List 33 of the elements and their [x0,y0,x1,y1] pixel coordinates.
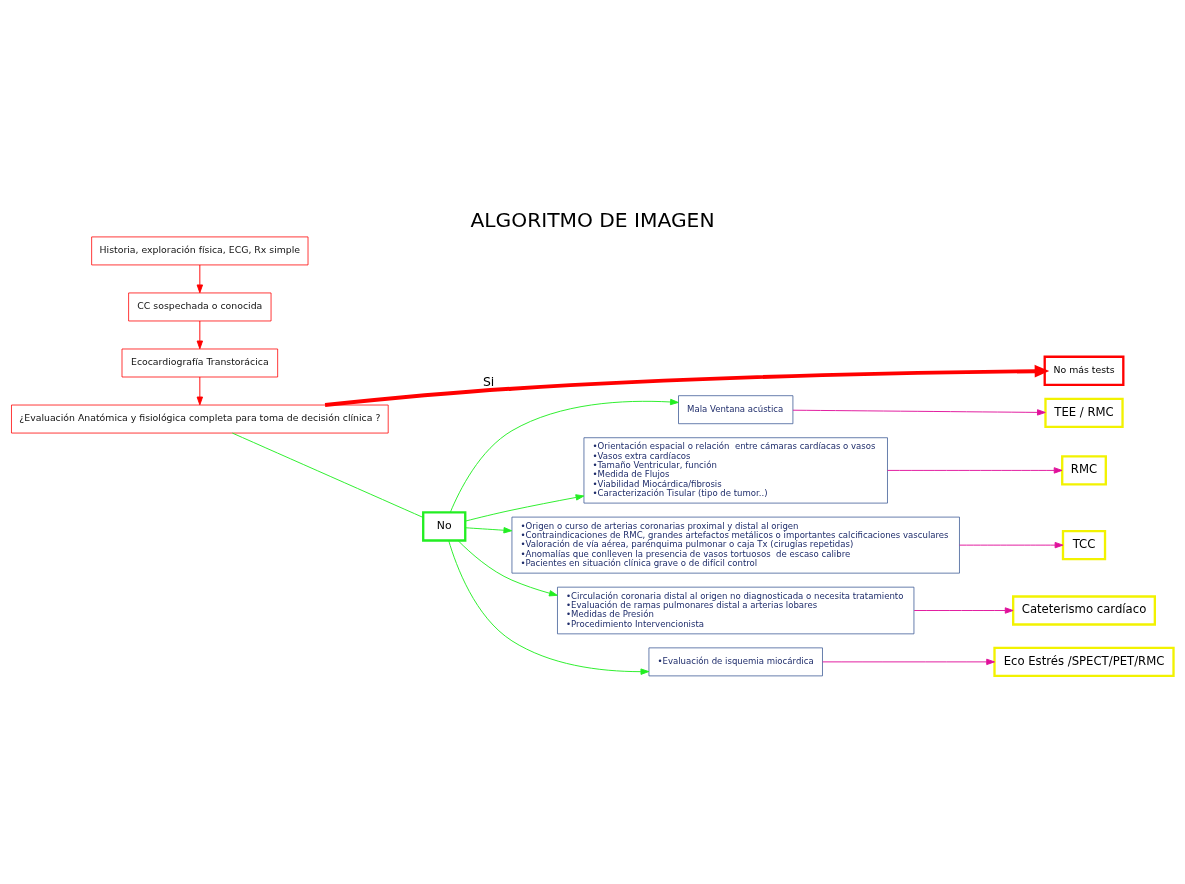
diagram-title: ALGORITMO DE IMAGEN [470,208,715,233]
arrow [448,540,650,675]
node-box: •Orientación espacial o relación entre cámaras cardíacas o vasos •Vasos extra cardíacos •Tamaño Ventricular, función •Medida de Flujos •Viabilidad Miocárdica/fibrosis •Caracterización Tisular (tipo de tumor..) [583,437,888,504]
arrow [464,527,513,534]
arrow [464,494,585,522]
node-box: RMC [1061,455,1107,486]
arrow [887,467,1063,474]
arrow [792,409,1046,416]
node-box: Historia, exploración física, ECG, Rx simple [91,236,309,266]
node-box: No [422,511,467,542]
node-box: Mala Ventana acústica [678,395,794,425]
arrow [196,376,204,406]
edge-label: Si [482,374,495,390]
arrow [822,658,995,666]
arrow [196,264,204,294]
node-box: CC sospechada o conocida [128,292,272,322]
arrow [324,364,1050,407]
node-box: •Evaluación de isquemia miocárdica [648,647,823,677]
arrow [196,320,204,350]
node-box: No más tests [1043,355,1125,386]
arrow [457,540,558,597]
node-box: Ecocardiografía Transtorácica [121,348,279,378]
arrow [449,398,679,513]
connector [231,432,424,518]
node-box: Cateterismo cardíaco [1012,595,1156,626]
arrow [913,607,1014,614]
node-box: TCC [1061,529,1107,561]
node-box: •Origen o curso de arterias coronarias proximal y distal al origen •Contraindicaciones de RMC, grandes artefactos metálicos o importantes calcificaciones vasculares •Valoración de vía aérea, parénquima pulmonar o caja Tx (cirugías repetidas) •Anomalías que conlleven la presencia de vasos tortuosos de escaso calibre •Pacientes en situación clínica grave o de difícil control [511,516,960,574]
node-box: ¿Evaluación Anatómica y fisiológica completa para toma de decisión clínica ? [11,404,389,434]
arrow [959,541,1064,549]
node-box: Eco Estrés /SPECT/PET/RMC [993,646,1175,678]
node-box: •Circulación coronaria distal al origen no diagnosticada o necesita tratamiento •Evaluación de ramas pulmonares distal a arterias lobares •Medidas de Presión •Procedimiento Intervencionista [557,586,915,635]
node-box: TEE / RMC [1044,397,1124,428]
